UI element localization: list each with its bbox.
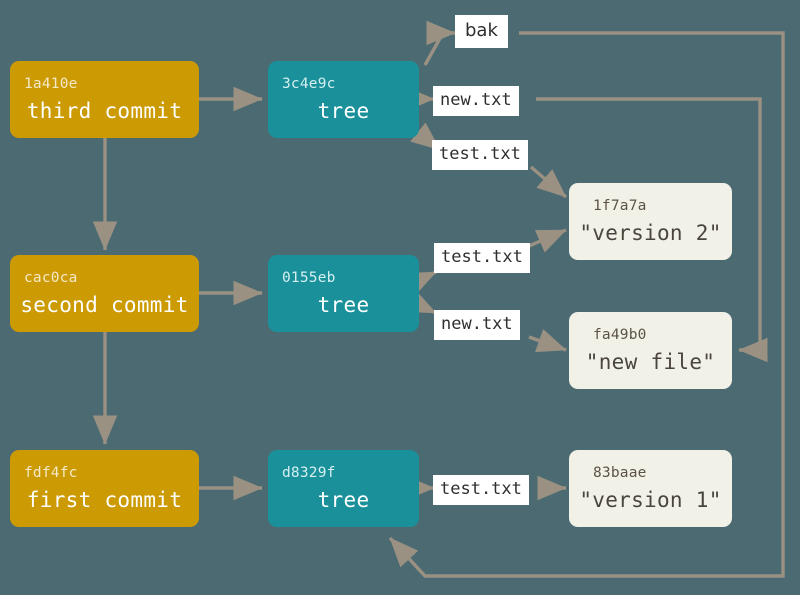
node-hash: 3c4e9c	[282, 76, 336, 93]
node-hash: 1f7a7a	[593, 198, 647, 215]
node-blob-fa49b0[interactable]: fa49b0 "new file"	[569, 312, 732, 389]
node-tree-0155eb[interactable]: 0155eb tree	[268, 255, 419, 332]
edge-label-third-new-txt[interactable]: new.txt	[433, 86, 519, 116]
node-blob-83baae[interactable]: 83baae "version 1"	[569, 450, 732, 527]
edge-label-second-test-txt[interactable]: test.txt	[434, 243, 530, 273]
node-tree-3c4e9c[interactable]: 3c4e9c tree	[268, 61, 419, 138]
node-title: "version 2"	[579, 220, 722, 245]
node-hash: 83baae	[593, 465, 647, 482]
node-hash: 1a410e	[24, 76, 78, 93]
edge-tree-third-to-blob-newfile-route	[536, 97, 768, 363]
node-title: "version 1"	[579, 487, 722, 512]
node-hash: fdf4fc	[24, 465, 78, 482]
node-commit-1a410e[interactable]: 1a410e third commit	[10, 61, 199, 138]
node-title: "new file"	[585, 349, 716, 374]
edge-label-second-new-txt[interactable]: new.txt	[434, 310, 520, 340]
node-commit-fdf4fc[interactable]: fdf4fc first commit	[10, 450, 199, 527]
node-hash: cac0ca	[24, 270, 78, 287]
node-hash: d8329f	[282, 465, 336, 482]
node-commit-cac0ca[interactable]: cac0ca second commit	[10, 255, 199, 332]
edge-tree-second-to-blob-version2	[404, 270, 437, 296]
edge-label-bak[interactable]: bak	[455, 15, 508, 48]
edge-tree-second-to-blob-version2-b	[528, 228, 567, 253]
node-tree-d8329f[interactable]: d8329f tree	[268, 450, 419, 527]
edge-tree-third-bak-route	[388, 31, 785, 578]
node-title: third commit	[26, 98, 183, 123]
node-hash: fa49b0	[593, 327, 647, 344]
node-hash: 0155eb	[282, 270, 336, 287]
node-title: first commit	[26, 487, 183, 512]
node-blob-1f7a7a[interactable]: 1f7a7a "version 2"	[569, 183, 732, 260]
node-title: second commit	[20, 292, 189, 317]
edge-tree-third-to-blob-version2-b	[529, 165, 568, 199]
edge-tree-second-to-blob-newfile-b	[528, 328, 567, 353]
edge-tree-second-to-blob-newfile	[404, 289, 437, 315]
node-title: tree	[317, 98, 370, 123]
edge-tree-third-bak	[423, 20, 456, 66]
node-title: tree	[317, 292, 370, 317]
edge-label-third-test-txt[interactable]: test.txt	[432, 140, 528, 170]
edge-label-first-test-txt[interactable]: test.txt	[433, 475, 529, 505]
node-title: tree	[317, 487, 370, 512]
